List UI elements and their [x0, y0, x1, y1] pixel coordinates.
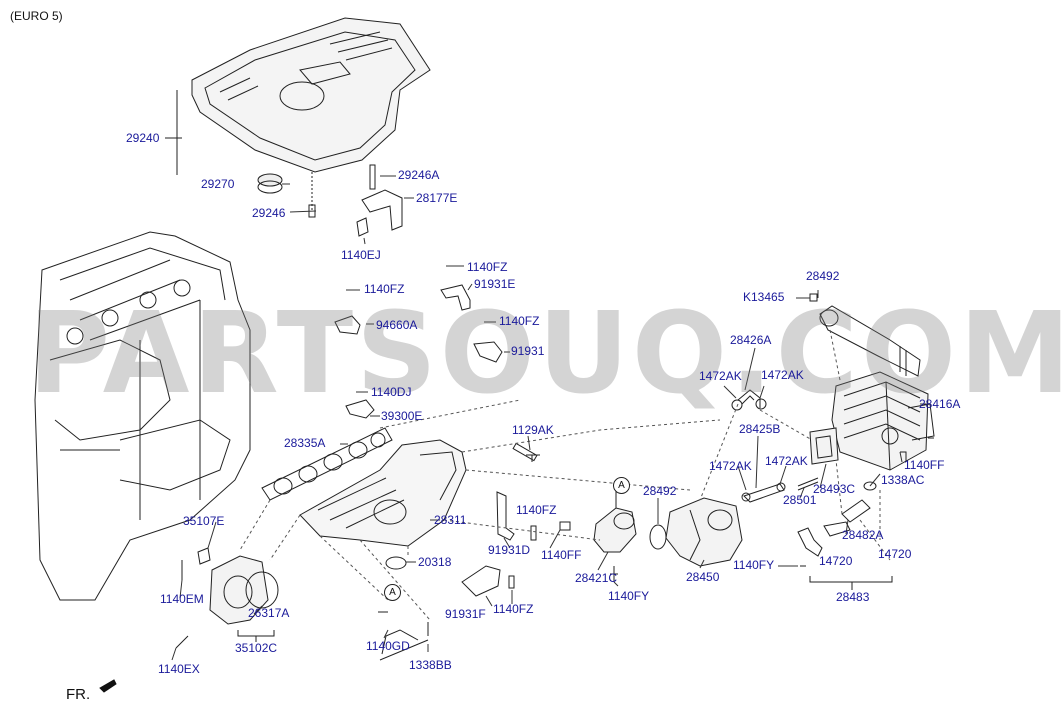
part-label-1140ex[interactable]: 1140EX	[158, 662, 200, 676]
part-label-1129ak[interactable]: 1129AK	[512, 423, 554, 437]
part-label-1140fz-5[interactable]: 1140FZ	[493, 602, 534, 616]
part-label-28425b[interactable]: 28425B	[739, 422, 781, 436]
part-label-35102c[interactable]: 35102C	[235, 641, 278, 655]
part-label-29246a[interactable]: 29246A	[398, 168, 440, 182]
egr-valve-drawing	[665, 497, 743, 567]
part-label-28492-1[interactable]: 28492	[643, 484, 677, 498]
part-label-91931[interactable]: 91931	[511, 344, 545, 358]
part-label-91931f[interactable]: 91931F	[445, 607, 486, 621]
part-label-1140ff-2[interactable]: 1140FF	[904, 458, 945, 472]
part-label-29270[interactable]: 29270	[201, 177, 235, 191]
part-label-28492-2[interactable]: 28492	[806, 269, 840, 283]
part-label-1140em[interactable]: 1140EM	[160, 592, 204, 606]
part-label-1338ac[interactable]: 1338AC	[881, 473, 925, 487]
part-label-28416a[interactable]: 28416A	[919, 397, 961, 411]
part-label-1338bb[interactable]: 1338BB	[409, 658, 452, 672]
part-label-91931e[interactable]: 91931E	[474, 277, 516, 291]
egr-pipe-drawing	[593, 488, 637, 553]
part-label-28421c[interactable]: 28421C	[575, 571, 618, 585]
part-label-28335a[interactable]: 28335A	[284, 436, 326, 450]
part-label-1472ak-3[interactable]: 1472AK	[709, 459, 752, 473]
part-label-28501[interactable]: 28501	[783, 493, 817, 507]
callout-a-lower: A	[384, 584, 401, 601]
part-label-20318[interactable]: 20318	[418, 555, 452, 569]
part-label-28450[interactable]: 28450	[686, 570, 720, 584]
upper-pipe-drawing	[819, 305, 921, 377]
part-label-28426a[interactable]: 28426A	[730, 333, 772, 347]
part-label-1140fz-3[interactable]: 1140FZ	[499, 314, 540, 328]
part-label-14720-1[interactable]: 14720	[819, 554, 853, 568]
engine-block-drawing	[34, 231, 251, 601]
part-label-14720-2[interactable]: 14720	[878, 547, 912, 561]
part-label-94660a[interactable]: 94660A	[376, 318, 418, 332]
part-label-1140fz-1[interactable]: 1140FZ	[467, 260, 508, 274]
part-label-1472ak-4[interactable]: 1472AK	[765, 454, 808, 468]
part-label-35107e[interactable]: 35107E	[183, 514, 225, 528]
part-label-91931d[interactable]: 91931D	[488, 543, 531, 557]
part-label-1472ak-1[interactable]: 1472AK	[699, 369, 742, 383]
part-label-29240[interactable]: 29240	[126, 131, 160, 145]
part-label-28493c[interactable]: 28493C	[813, 482, 856, 496]
part-label-1472ak-2[interactable]: 1472AK	[761, 368, 804, 382]
throttle-body-drawing	[209, 555, 279, 625]
part-label-26317a[interactable]: 26317A	[248, 606, 290, 620]
part-label-28177e[interactable]: 28177E	[416, 191, 458, 205]
part-label-29246[interactable]: 29246	[252, 206, 286, 220]
part-label-1140fy-2[interactable]: 1140FY	[733, 558, 775, 572]
engine-cover-drawing	[191, 17, 431, 173]
part-label-1140fz-2[interactable]: 1140FZ	[364, 282, 405, 296]
part-label-1140fy-1[interactable]: 1140FY	[608, 589, 650, 603]
part-label-1140ej[interactable]: 1140EJ	[341, 248, 381, 262]
part-label-1140ff-1[interactable]: 1140FF	[541, 548, 582, 562]
variant-label: (EURO 5)	[10, 9, 63, 23]
part-label-39300e[interactable]: 39300E	[381, 409, 423, 423]
part-label-1140dj[interactable]: 1140DJ	[371, 385, 412, 399]
gasket-drawing	[261, 427, 393, 501]
part-label-28311[interactable]: 28311	[434, 513, 467, 527]
part-label-1140gd[interactable]: 1140GD	[366, 639, 410, 653]
manifold-drawing	[299, 439, 467, 547]
front-direction-label: FR.	[66, 686, 91, 703]
part-label-k13465[interactable]: K13465	[743, 290, 785, 304]
part-label-1140fz-4[interactable]: 1140FZ	[516, 503, 557, 517]
part-label-28483[interactable]: 28483	[836, 590, 870, 604]
callout-a-upper: A	[613, 477, 630, 494]
egr-cooler-drawing	[831, 371, 935, 471]
part-label-28482a[interactable]: 28482A	[842, 528, 884, 542]
